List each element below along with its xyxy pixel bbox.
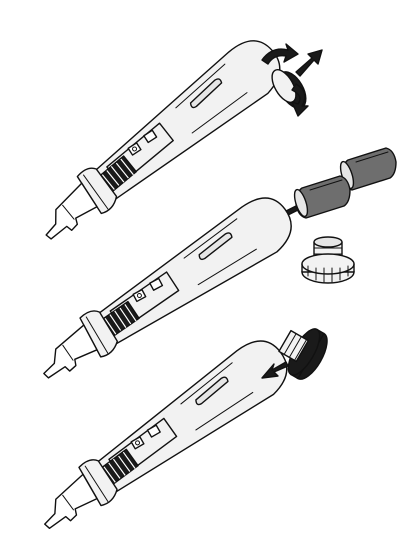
removed-cap (301, 236, 355, 284)
rotate-arrow-icon (261, 43, 309, 117)
pull-arrow-icon (295, 49, 323, 77)
insert-arrow-icon (261, 361, 289, 379)
inserting-cap (278, 328, 328, 380)
battery-lower (291, 175, 351, 219)
